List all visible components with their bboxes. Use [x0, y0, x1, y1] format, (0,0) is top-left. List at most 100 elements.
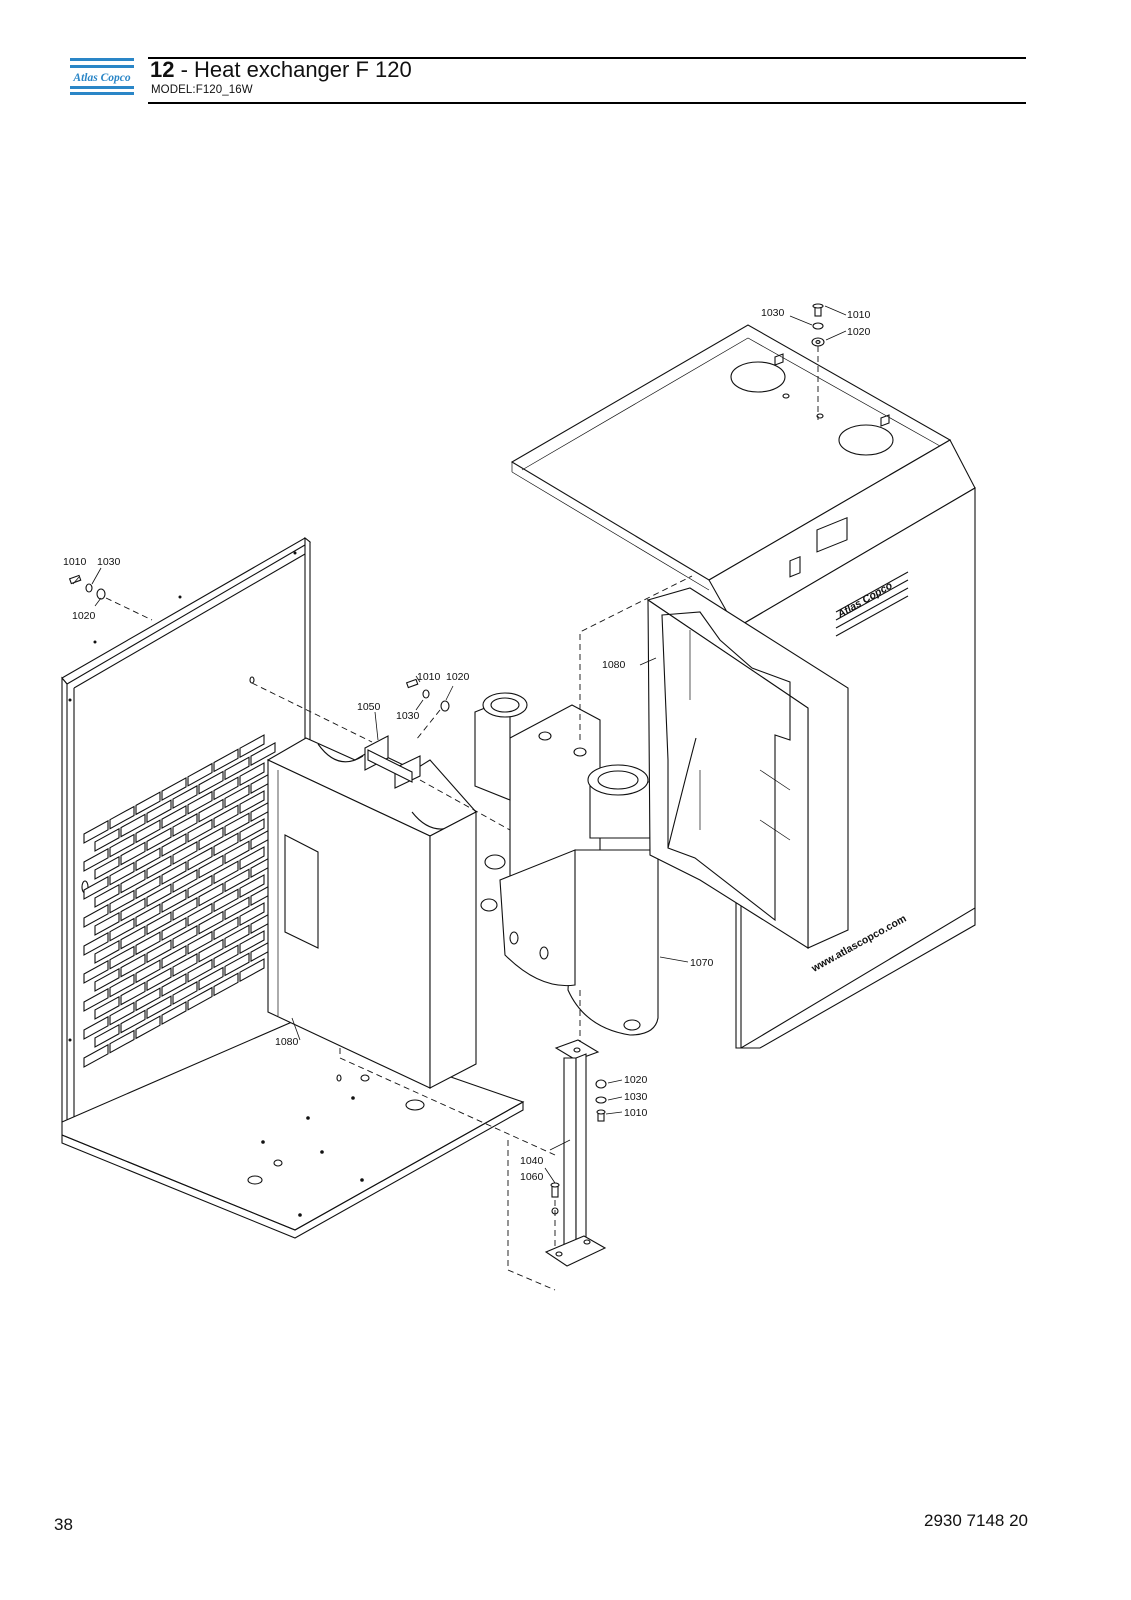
grille-brick — [146, 911, 172, 936]
grille-brick — [120, 981, 146, 1006]
grille-brick — [172, 784, 198, 809]
grille-brick — [198, 770, 224, 795]
callout-bot-1020: 1020 — [624, 1074, 648, 1086]
callout-mid-1030: 1030 — [396, 710, 420, 722]
support-leg — [544, 1039, 607, 1267]
grille-brick — [94, 995, 120, 1020]
grille-brick — [213, 748, 239, 773]
grille-brick — [135, 847, 161, 872]
grille-brick — [120, 841, 146, 866]
grille-brick — [146, 883, 172, 908]
grille-brick — [213, 916, 239, 941]
heat-exchanger-unit — [474, 692, 659, 1036]
grille-brick — [172, 840, 198, 865]
grille-brick — [120, 869, 146, 894]
header-rule-bottom — [148, 102, 1026, 104]
grille-brick — [120, 813, 146, 838]
grille-brick — [146, 827, 172, 852]
grille-brick — [83, 847, 109, 872]
grille-brick — [172, 812, 198, 837]
grille-brick — [239, 958, 265, 983]
grille-brick — [83, 875, 109, 900]
callout-left-1030: 1030 — [97, 556, 121, 568]
grille-brick — [135, 1015, 161, 1040]
grille-brick — [224, 840, 250, 865]
insulation-rear — [646, 587, 849, 949]
grille-brick — [161, 832, 187, 858]
grille-brick — [83, 987, 109, 1012]
grille-brick — [213, 832, 239, 857]
grille-brick — [250, 742, 276, 767]
grille-brick — [161, 804, 187, 830]
grille-brick — [109, 917, 135, 942]
header-rule-top — [148, 57, 1026, 59]
grille-brick — [135, 875, 161, 900]
grille-brick — [172, 952, 198, 977]
leader-lines — [72, 305, 847, 1184]
grille-brick — [83, 959, 109, 984]
grille-brick — [161, 1000, 187, 1026]
grille-brick — [187, 874, 213, 899]
grille-brick — [172, 924, 198, 949]
grille-brick — [187, 958, 213, 983]
grille-brick — [94, 911, 120, 936]
grille-brick — [213, 888, 239, 913]
grille-brick — [198, 938, 224, 963]
grille-brick — [198, 910, 224, 935]
callout-mid-1050: 1050 — [357, 701, 381, 713]
grille-brick — [239, 762, 265, 787]
grille-brick — [120, 925, 146, 950]
grille-brick — [198, 882, 224, 907]
grille-brick — [94, 883, 120, 908]
mounting-bracket — [364, 735, 421, 789]
section-number: 12 — [150, 57, 175, 82]
grille-brick — [109, 889, 135, 914]
grille-brick — [83, 903, 109, 928]
grille-brick — [135, 791, 161, 816]
section-title: - Heat exchanger F 120 — [174, 57, 412, 82]
logo-wordmark: Atlas Copco — [72, 72, 130, 84]
callout-left-1080: 1080 — [275, 1036, 299, 1048]
grille-brick — [146, 799, 172, 824]
callout-mid-1020: 1020 — [446, 671, 470, 683]
grille-brick — [135, 959, 161, 984]
grille-brick — [198, 854, 224, 879]
grille-brick — [109, 805, 135, 830]
grille-brick — [135, 931, 161, 956]
grille-brick — [109, 1029, 135, 1054]
callout-bot-1060: 1060 — [520, 1171, 544, 1183]
grille-brick — [83, 1015, 109, 1040]
grille-brick — [224, 784, 250, 809]
callout-top-1020: 1020 — [847, 326, 871, 338]
assembly-lines — [105, 346, 819, 1291]
grille-brick — [187, 902, 213, 927]
grille-brick — [239, 846, 265, 871]
grille-brick — [198, 826, 224, 851]
model-label: MODEL:F120_16W — [151, 84, 253, 96]
grille-brick — [239, 818, 265, 843]
grille-brick — [120, 953, 146, 978]
callout-bot-1030: 1030 — [624, 1091, 648, 1103]
grille-brick — [213, 944, 239, 969]
grille-brick — [213, 860, 239, 885]
grille-brick — [146, 939, 172, 964]
grille-brick — [172, 980, 198, 1005]
grille-brick — [146, 995, 172, 1020]
grille-brick — [213, 776, 239, 801]
grille-brick — [239, 734, 265, 759]
grille-brick — [187, 986, 213, 1011]
grille-brick — [146, 967, 172, 992]
grille-brick — [94, 967, 120, 992]
grille-brick — [135, 987, 161, 1012]
grille-brick — [172, 896, 198, 921]
grille-brick — [187, 930, 213, 955]
callout-left-1020: 1020 — [72, 610, 96, 622]
grille-brick — [224, 924, 250, 949]
callout-bot-1040: 1040 — [520, 1155, 544, 1167]
grille-brick — [146, 855, 172, 880]
callout-top-1030: 1030 — [761, 307, 785, 319]
grille-brick — [224, 952, 250, 977]
grille-brick — [224, 896, 250, 921]
ventilation-grille — [83, 734, 276, 1068]
